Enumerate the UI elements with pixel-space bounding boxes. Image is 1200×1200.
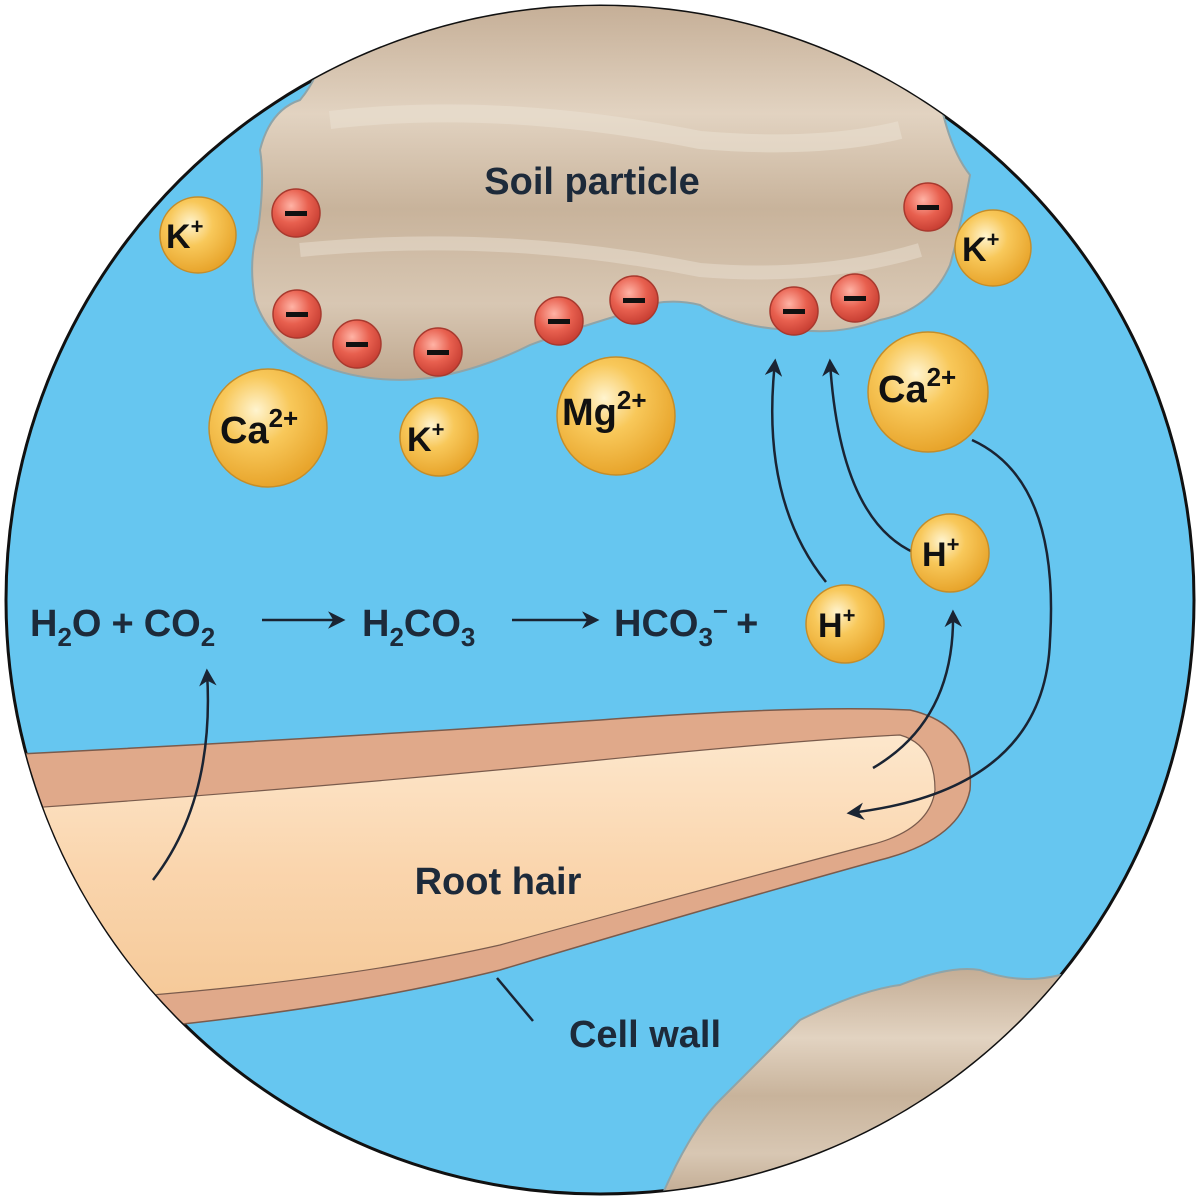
svg-text:K+: K+ [962, 227, 999, 269]
negative-charge-icon [609, 275, 659, 325]
svg-text:H2CO3: H2CO3 [362, 603, 475, 652]
negative-charge-icon [534, 296, 584, 346]
cell-wall-label: Cell wall [569, 1014, 721, 1056]
negative-charge-icon [413, 327, 463, 377]
svg-text:Mg2+: Mg2+ [562, 385, 647, 434]
negative-charge-icon [769, 286, 819, 336]
negative-charge-icon [271, 188, 321, 238]
arrow-ca-to-root [846, 438, 1053, 821]
ion-k-mid: K+ [399, 397, 479, 477]
soil-particle-shape [251, 6, 972, 381]
svg-text:H+: H+ [818, 603, 855, 645]
root-hair-label: Root hair [415, 861, 582, 903]
arrow-h-to-soil-left [764, 358, 827, 583]
negative-charges [271, 182, 953, 377]
arrow-root-to-co2 [152, 668, 217, 881]
soil-particle-label: Soil particle [484, 161, 699, 203]
root-hair-interior [6, 734, 936, 1006]
negative-charge-icon [830, 273, 880, 323]
arrows [152, 358, 1053, 881]
svg-text:H2O+CO2: H2O+CO2 [30, 603, 215, 652]
svg-text:K+: K+ [166, 214, 203, 256]
negative-charge-icon [903, 182, 953, 232]
ion-h-right: H+ [910, 513, 990, 593]
arrow-h-to-soil-right [822, 358, 916, 555]
ion-ca-left: Ca2+ [208, 368, 328, 488]
ion-h-equation: H+ [805, 584, 885, 664]
svg-text:Ca2+: Ca2+ [220, 403, 298, 452]
ion-ca-right: Ca2+ [867, 331, 989, 453]
negative-charge-icon [332, 319, 382, 369]
svg-text:HCO3−+: HCO3−+ [614, 596, 758, 652]
cell-wall-pointer [496, 977, 534, 1022]
carbonic-acid-equation: H2O+CO2 H2CO3 HCO3−+ [30, 596, 758, 652]
svg-text:K+: K+ [407, 417, 444, 459]
svg-text:Ca2+: Ca2+ [878, 362, 956, 411]
ion-mg-mid: Mg2+ [556, 356, 676, 476]
ion-k-top-right: K+ [954, 209, 1032, 287]
ion-k-top-left: K+ [159, 196, 237, 274]
arrow-root-to-h [872, 609, 963, 770]
svg-text:H+: H+ [922, 532, 959, 574]
negative-charge-icon [272, 289, 322, 339]
